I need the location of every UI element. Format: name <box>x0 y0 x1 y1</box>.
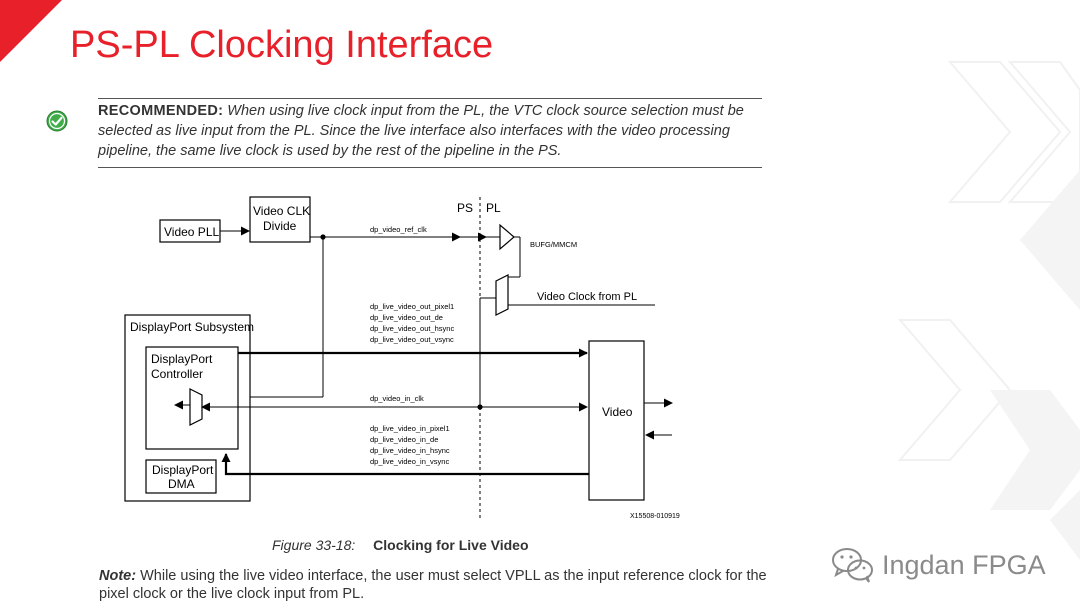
recommendation-text-block: RECOMMENDED: When using live clock input… <box>98 101 762 161</box>
signal-in-pixel1: dp_live_video_in_pixel1 <box>370 424 450 433</box>
slide-title: PS-PL Clocking Interface <box>70 24 494 66</box>
signal-in-vsync: dp_live_video_in_vsync <box>370 457 449 466</box>
ps-label: PS <box>457 201 473 215</box>
video-pll-label: Video PLL <box>164 225 219 239</box>
dp-dma-label-2: DMA <box>168 477 195 491</box>
video-label: Video <box>602 405 633 419</box>
recommendation-text: When using live clock input from the PL,… <box>98 103 744 159</box>
video-clk-divide-label-1: Video CLK <box>253 204 310 218</box>
bufg-buffer <box>499 223 515 251</box>
signal-out-pixel1: dp_live_video_out_pixel1 <box>370 302 454 311</box>
watermark: Ingdan FPGA <box>830 545 1046 585</box>
note-text: While using the live video interface, th… <box>99 568 767 602</box>
video-clock-from-pl-label: Video Clock from PL <box>537 291 637 303</box>
video-clk-divide-label-2: Divide <box>263 219 297 233</box>
recommendation-label: RECOMMENDED: <box>98 103 224 119</box>
signal-out-de: dp_live_video_out_de <box>370 313 443 322</box>
dp-controller-label-1: DisplayPort <box>151 352 213 366</box>
signal-out-vsync: dp_live_video_out_vsync <box>370 335 454 344</box>
recommendation-box <box>98 98 762 168</box>
corner-flag <box>0 0 62 62</box>
dp-subsystem-label: DisplayPort Subsystem <box>130 320 254 334</box>
signal-in-de: dp_live_video_in_de <box>370 435 438 444</box>
dp-dma-label-1: DisplayPort <box>152 463 214 477</box>
figure-id: X15508-010919 <box>630 513 680 520</box>
signal-in-hsync: dp_live_video_in_hsync <box>370 446 450 455</box>
dp-controller-label-2: Controller <box>151 367 203 381</box>
note-label: Note: <box>99 568 137 584</box>
dp-controller-clock-mux <box>189 388 203 426</box>
video-clk-divide-block <box>249 196 311 243</box>
figure-caption: Figure 33-18: Clocking for Live Video <box>272 537 529 553</box>
note-block: Note: While using the live video interfa… <box>99 567 779 603</box>
figure-number: Figure 33-18: <box>272 537 356 553</box>
pl-clock-mux <box>495 274 509 316</box>
signal-in-clk: dp_video_in_clk <box>370 394 424 403</box>
video-block <box>588 340 645 501</box>
bufg-mmcm-label: BUFG/MMCM <box>530 240 577 249</box>
watermark-text: Ingdan FPGA <box>882 549 1046 580</box>
figure-title: Clocking for Live Video <box>373 537 529 553</box>
wechat-icon <box>832 548 873 583</box>
clocking-diagram: PS PL Video PLL Video CLK Divide dp_vide… <box>124 196 680 520</box>
check-circle-icon <box>46 110 68 132</box>
signal-out-hsync: dp_live_video_out_hsync <box>370 324 454 333</box>
signal-ref-clk: dp_video_ref_clk <box>370 225 427 234</box>
pl-label: PL <box>486 201 501 215</box>
dp-dma-block <box>145 459 217 494</box>
